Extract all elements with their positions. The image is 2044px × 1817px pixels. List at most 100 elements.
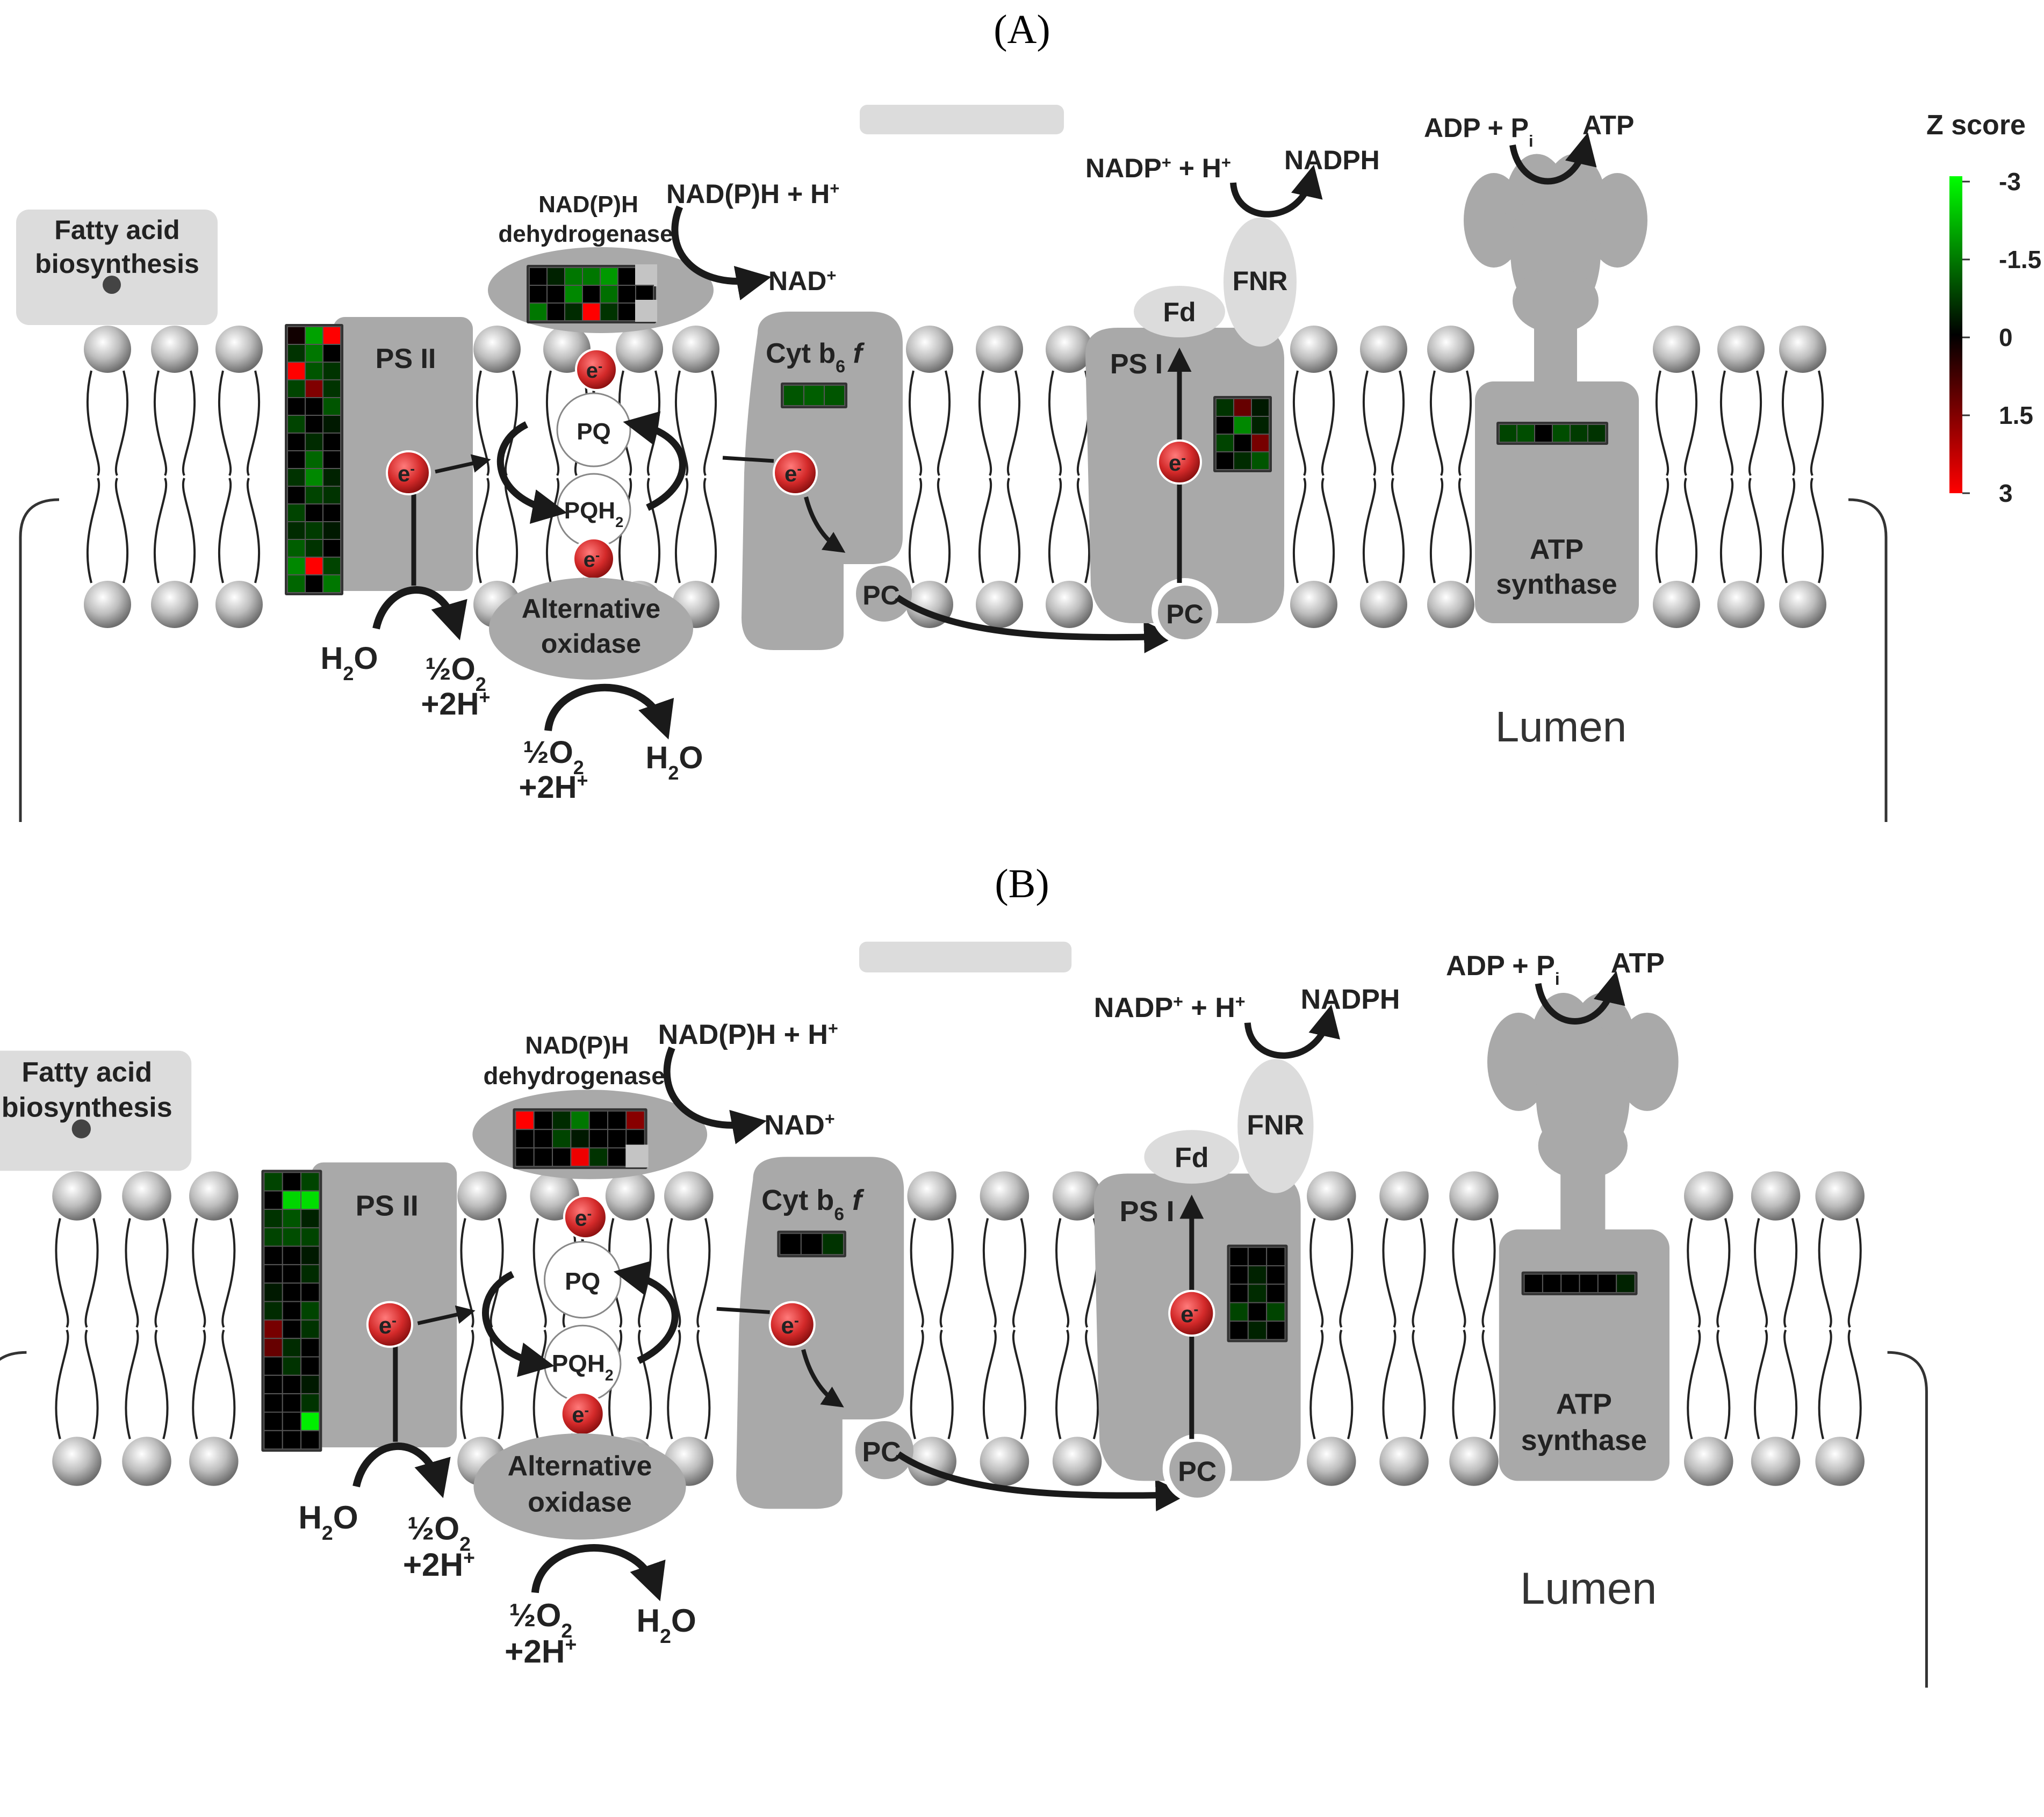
lipid: [1751, 1171, 1801, 1486]
heatmap-cell: [287, 503, 306, 522]
o2-label: ½O2: [425, 652, 486, 695]
heatmap-cell: [582, 267, 601, 286]
pq-cycle-left-arrow: [482, 1271, 555, 1377]
lipid: [1684, 1171, 1733, 1486]
heatmap-cell: [515, 1147, 535, 1167]
heatmap-cell: [1560, 1273, 1580, 1293]
nadph-oxidation-arrow: [663, 1046, 767, 1144]
heatmap-cell: [322, 326, 341, 345]
heatmap-cell: [263, 1411, 283, 1431]
heatmap-cell: [1542, 1273, 1562, 1293]
heatmap-cell: [546, 302, 565, 321]
heatmap-cell: [282, 1338, 302, 1358]
heatmap-cell: [822, 1232, 844, 1256]
legend-title: Z score: [1926, 110, 2026, 141]
heatmap-cell: [287, 397, 306, 416]
heatmap-cell: [1570, 424, 1588, 443]
lipid: [1379, 1171, 1429, 1486]
heatmap-cell: [282, 1393, 302, 1413]
heatmap-cell: [305, 450, 323, 469]
heatmap-cell: [263, 1264, 283, 1284]
heatmap-cell: [1247, 1265, 1268, 1285]
electron-icon: e-: [386, 450, 431, 495]
cyt-heatmap: [777, 1230, 846, 1258]
heatmap-cell: [287, 521, 306, 540]
heatmap-cell: [322, 557, 341, 575]
heatmap-cell: [300, 1411, 320, 1431]
heatmap-cell: [1215, 398, 1234, 417]
heatmap-cell: [282, 1319, 302, 1339]
heatmap-cell: [282, 1430, 302, 1450]
atp-synthase-label-1: ATP: [1530, 534, 1584, 565]
heatmap-cell: [588, 1129, 609, 1149]
heatmap-cell: [1251, 398, 1270, 417]
electron-label: e-: [785, 460, 802, 486]
heatmap-cell: [322, 539, 341, 558]
lumen-boundary-left: [19, 498, 60, 822]
heatmap-cell: [282, 1245, 302, 1265]
lumen-boundary-right: [1887, 1351, 1928, 1688]
heatmap-cell: [305, 379, 323, 398]
heatmap-cell: [1229, 1265, 1249, 1285]
ps2-to-pq-arrow: [417, 1305, 476, 1325]
heatmap-cell: [282, 1208, 302, 1229]
heatmap-cell: [287, 574, 306, 593]
h2o-label: H2O: [320, 641, 378, 684]
heatmap-cell: [1215, 434, 1234, 452]
heatmap-cell: [570, 1129, 590, 1149]
heatmap-cell: [1247, 1246, 1268, 1266]
heatmap-cell: [1266, 1302, 1286, 1322]
ps2-heatmap: [261, 1170, 322, 1452]
legend-tick-label: 1.5: [1999, 401, 2033, 429]
atp-synthesis-arrow: [1509, 132, 1597, 185]
heatmap-cell: [300, 1282, 320, 1302]
heatmap-cell: [300, 1356, 320, 1376]
heatmap-cell: [263, 1190, 283, 1210]
heatmap-cell: [305, 539, 323, 558]
nad-label: NAD+: [764, 1109, 835, 1141]
heatmap-cell: [1215, 416, 1234, 435]
lipid: [1779, 326, 1826, 628]
heatmap-cell: [552, 1147, 572, 1167]
heatmap-cell: [322, 574, 341, 593]
electron-label: e-: [1181, 1301, 1198, 1328]
ndh-heatmap: [527, 264, 657, 323]
heatmap-cell: [263, 1172, 283, 1192]
water-split-arrow: [372, 586, 467, 640]
fd-label: Fd: [1163, 297, 1196, 327]
heatmap-cell: [800, 1232, 823, 1256]
heatmap-cell: [617, 267, 636, 286]
ps2-label: PS II: [376, 343, 436, 374]
electron-label: e-: [1169, 450, 1186, 475]
fd-ellipse: [1134, 286, 1225, 337]
cyt-heatmap: [781, 383, 847, 408]
heatmap-cell: [564, 285, 583, 304]
protons-label: +2H+: [403, 1546, 475, 1583]
heatmap-cell: [282, 1172, 302, 1192]
heatmap-cell: [529, 267, 548, 286]
lipid: [976, 326, 1023, 628]
lipid: [1046, 326, 1093, 628]
electron-icon: e-: [572, 537, 615, 580]
heatmap-cell: [533, 1110, 553, 1130]
heatmap-cell: [607, 1129, 627, 1149]
heatmap-cell: [1251, 416, 1270, 435]
heatmap-cell: [287, 344, 306, 363]
heatmap-cell: [305, 574, 323, 593]
electron-label: e-: [572, 1402, 589, 1427]
heatmap-cell: [305, 521, 323, 540]
nadph-h-label: NAD(P)H + H+: [658, 1019, 838, 1050]
heatmap-cell: [1266, 1320, 1286, 1340]
h2o-label: H2O: [298, 1499, 358, 1544]
pq-cycle-right-arrow: [613, 1261, 679, 1364]
lipid: [189, 1171, 239, 1486]
heatmap-cell: [546, 285, 565, 304]
pq-cycle-left-arrow: [496, 421, 567, 524]
heatmap-cell: [322, 415, 341, 434]
heatmap-cell: [607, 1110, 627, 1130]
